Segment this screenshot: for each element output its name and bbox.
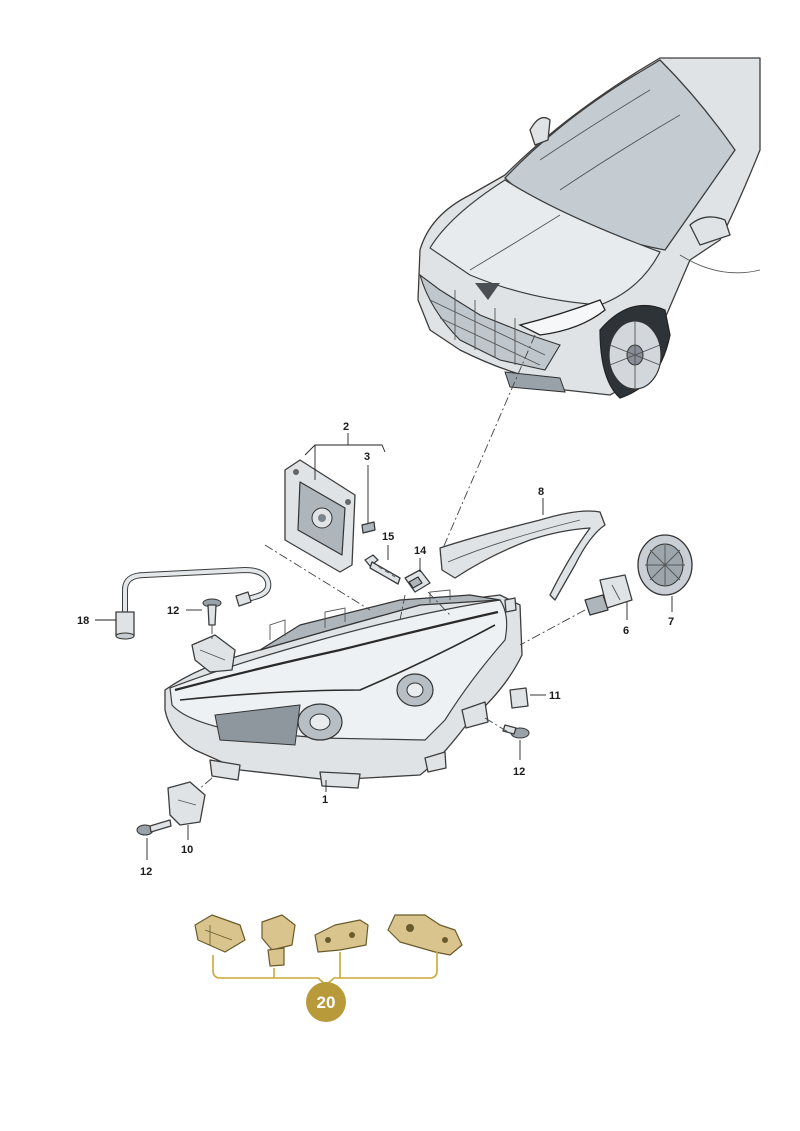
cover-cap-7 bbox=[637, 534, 693, 596]
callout-6: 6 bbox=[623, 625, 629, 637]
repair-kit-badge: 20 bbox=[306, 982, 346, 1022]
callout-8: 8 bbox=[538, 486, 544, 498]
connector-14 bbox=[404, 569, 431, 593]
callout-10: 10 bbox=[181, 844, 193, 856]
headlamp-assembly bbox=[164, 589, 523, 789]
adjusting-screw-15 bbox=[364, 554, 401, 585]
callout-2: 2 bbox=[343, 421, 349, 433]
repair-kit-bracket bbox=[212, 952, 438, 987]
callout-1: 1 bbox=[322, 794, 328, 806]
wiring-harness-18 bbox=[115, 566, 272, 640]
callout-12-right: 12 bbox=[513, 766, 525, 778]
repair-kit-badge-label: 20 bbox=[317, 993, 336, 1012]
callout-3: 3 bbox=[364, 451, 370, 463]
screw-12-upper bbox=[202, 598, 222, 626]
repair-bracket-10 bbox=[167, 781, 206, 826]
callout-7: 7 bbox=[668, 616, 674, 628]
callout-18: 18 bbox=[77, 615, 89, 627]
trim-strip-8 bbox=[439, 510, 606, 601]
bracket-clip-upper bbox=[191, 634, 236, 673]
callout-12-lower: 12 bbox=[140, 866, 152, 878]
leader-car-to-headlamp bbox=[439, 334, 536, 556]
bulb-socket-6 bbox=[584, 574, 633, 616]
led-control-module bbox=[284, 459, 356, 573]
vehicle-front-illustration bbox=[417, 57, 761, 399]
clip-nut-11 bbox=[509, 687, 529, 709]
callout-11: 11 bbox=[549, 690, 561, 702]
screw-3 bbox=[361, 521, 376, 534]
callout-12-upper: 12 bbox=[167, 605, 179, 617]
repair-kit-parts bbox=[194, 914, 463, 967]
screw-12-lower bbox=[136, 819, 172, 836]
callout-bracket-2 bbox=[304, 433, 386, 456]
callout-14: 14 bbox=[414, 545, 427, 557]
callout-15: 15 bbox=[382, 531, 394, 543]
